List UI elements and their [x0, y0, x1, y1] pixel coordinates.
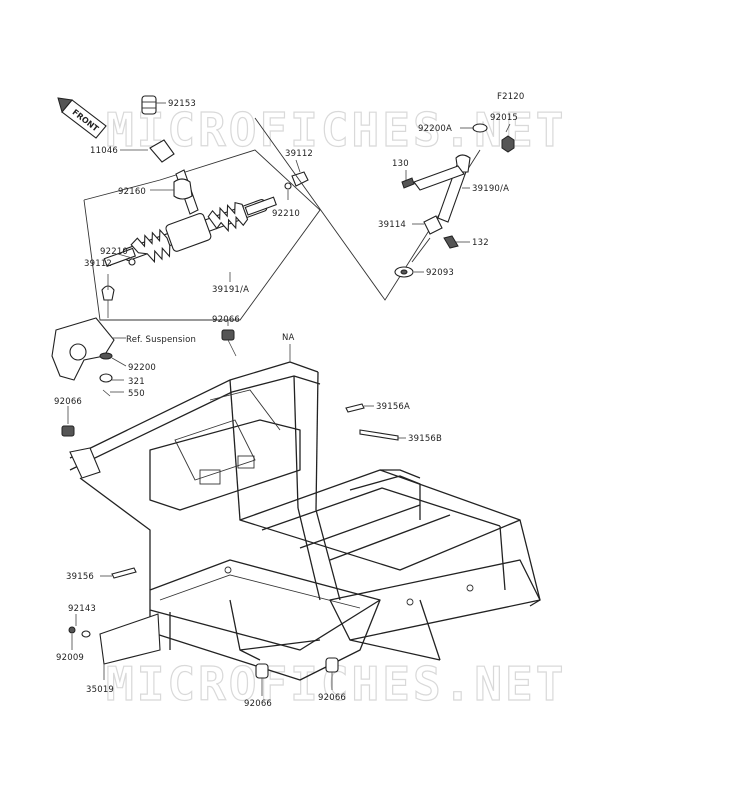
plate-35019 [68, 613, 161, 665]
diagram-code: F2120 [497, 92, 525, 102]
label-92153: 92153 [168, 99, 196, 109]
label-39114: 39114 [378, 220, 406, 230]
label-39190: 39190/A [472, 184, 509, 194]
label-92210-right: 92210 [272, 209, 300, 219]
na-label: NA [282, 333, 295, 343]
knuckle-part [51, 317, 115, 397]
label-92009: 92009 [56, 653, 84, 663]
label-92015: 92015 [490, 113, 518, 123]
label-92093: 92093 [426, 268, 454, 278]
pad-39156a [345, 403, 365, 413]
label-11046: 11046 [90, 146, 118, 156]
label-550: 550 [128, 389, 145, 399]
label-92200: 92200 [128, 363, 156, 373]
pad-39156b [359, 429, 399, 441]
label-321: 321 [128, 377, 145, 387]
ref-suspension-label: Ref. Suspension [126, 335, 196, 345]
watermark-top: MICROFICHES.NET [106, 103, 566, 157]
label-35019: 35019 [86, 685, 114, 695]
label-39156b: 39156B [408, 434, 442, 444]
label-92066-bottom-right: 92066 [318, 693, 346, 703]
label-132: 132 [472, 238, 489, 248]
label-39112-left: 39112 [84, 259, 112, 269]
damper-92066-c [255, 663, 269, 679]
label-39156a: 39156A [376, 402, 410, 412]
label-92066-bottom-left: 92066 [244, 699, 272, 709]
front-arrow-icon: FRONT [57, 97, 107, 139]
label-92066-top: 92066 [212, 315, 240, 325]
damper-92066-b [61, 425, 75, 437]
label-92160: 92160 [118, 187, 146, 197]
label-92143: 92143 [68, 604, 96, 614]
label-130: 130 [392, 159, 409, 169]
pad-39156 [111, 567, 137, 579]
label-39191: 39191/A [212, 285, 249, 295]
label-39112-right: 39112 [285, 149, 313, 159]
leader-lines [67, 102, 511, 696]
main-frame [69, 361, 541, 681]
label-92066-left: 92066 [54, 397, 82, 407]
label-39156: 39156 [66, 572, 94, 582]
label-92200a: 92200A [418, 124, 452, 134]
label-92210-left: 92210 [100, 247, 128, 257]
damper-92066-d [325, 657, 339, 673]
steering-column-group [254, 117, 515, 301]
damper-92066-a [221, 329, 235, 341]
